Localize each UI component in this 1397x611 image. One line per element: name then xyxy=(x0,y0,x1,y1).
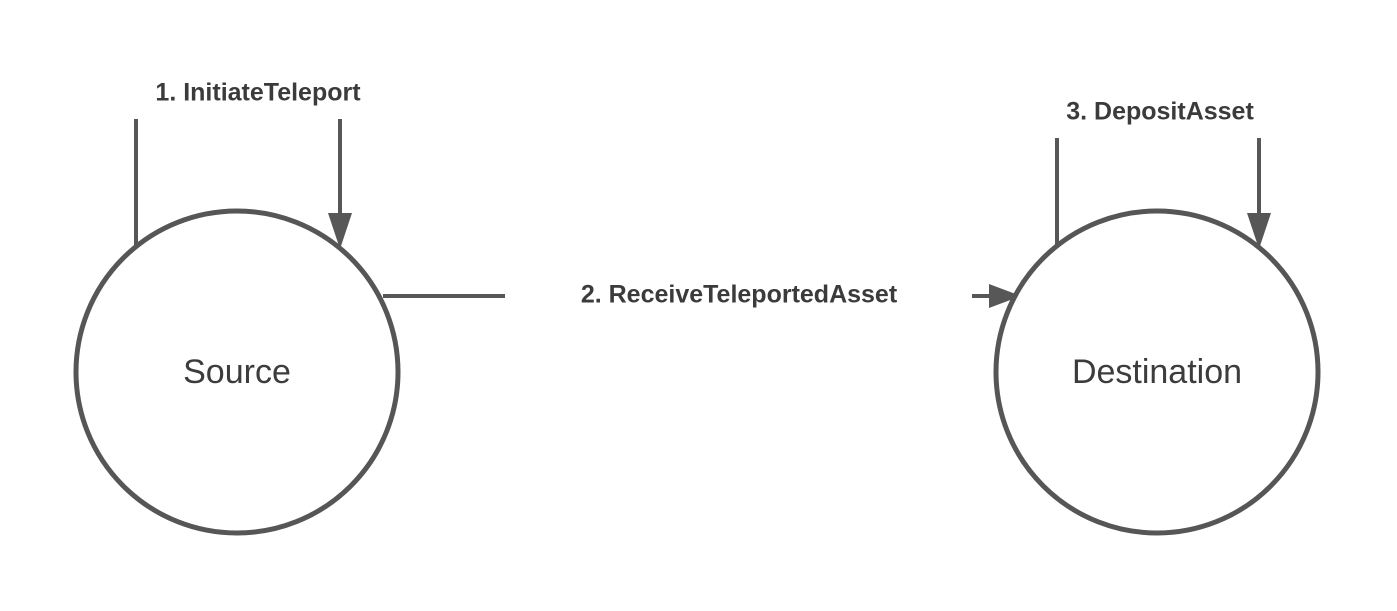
node-destination-circle xyxy=(993,208,1321,536)
edge-deposit-asset[interactable] xyxy=(1055,138,1271,252)
edge-label-initiate-teleport: 1. InitiateTeleport xyxy=(155,79,361,107)
node-source[interactable]: Source xyxy=(73,208,401,536)
edge-labels-layer: 1. InitiateTeleport 2. ReceiveTeleported… xyxy=(155,79,1254,314)
node-destination[interactable]: Destination xyxy=(993,208,1321,536)
edge-initiate-teleport-arrowhead-icon xyxy=(328,213,352,249)
edge-label-receive-teleported-asset: 2. ReceiveTeleportedAsset xyxy=(581,281,898,309)
node-source-circle xyxy=(73,208,401,536)
edge-label-deposit-asset: 3. DepositAsset xyxy=(1066,98,1254,126)
node-destination-label: Destination xyxy=(1072,353,1242,391)
edge-deposit-asset-arrowhead-icon xyxy=(1247,213,1271,249)
edge-initiate-teleport[interactable] xyxy=(134,119,352,252)
node-source-label: Source xyxy=(183,353,291,391)
edge-label-receive-teleported-asset-backdrop xyxy=(505,278,972,314)
edge-receive-teleported-asset-arrowhead-icon xyxy=(989,284,1021,308)
